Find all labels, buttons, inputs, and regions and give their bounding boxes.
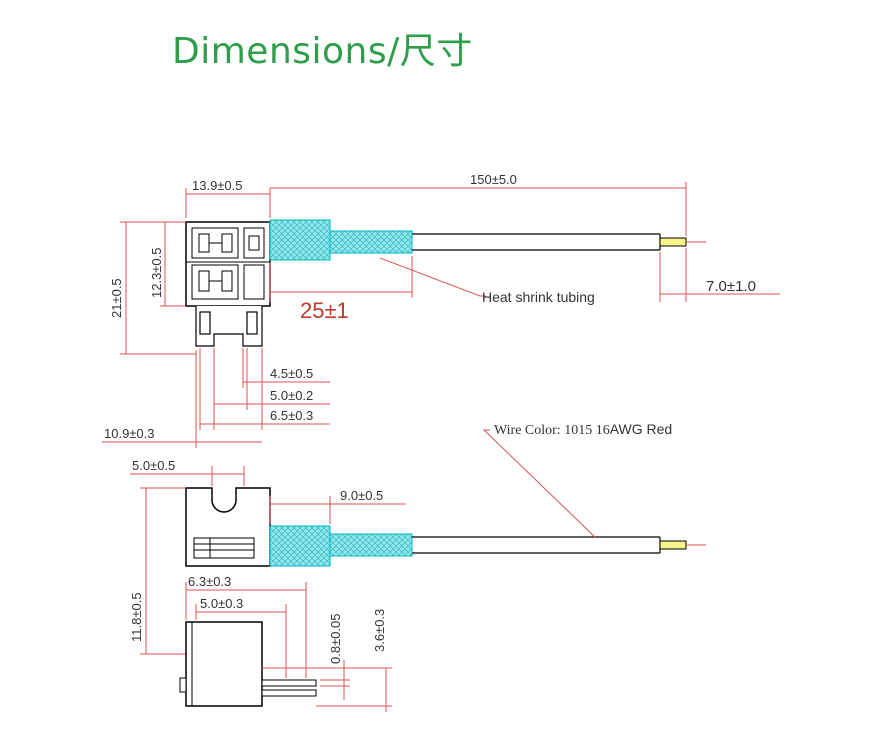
side-view: Wire Color: 1015 16AWG Red 5.0±0.5 9.0±0… (129, 421, 706, 655)
bottom-label-1: 6.3±0.3 (188, 574, 231, 589)
blade-label-2: 5.0±0.2 (270, 388, 313, 403)
strip-length-label: 7.0±1.0 (706, 278, 756, 295)
body-height-label: 21±0.5 (109, 278, 124, 318)
side-height-label: 11.8±0.5 (129, 592, 144, 642)
slot-width-label: 5.0±0.5 (132, 458, 175, 473)
stripped-conductor (659, 237, 687, 247)
top-view: 13.9±0.5 150±5.0 21±0.5 12.3±0.5 25±1 He… (102, 172, 780, 448)
side-heat-shrink-large (269, 525, 331, 567)
side-heat-shrink-small (329, 533, 413, 557)
wire-note-prefix: Wire Color: 1015 16 (494, 423, 610, 438)
blade-label-1: 4.5±0.5 (270, 366, 313, 381)
wire-length-label: 150±5.0 (470, 172, 517, 187)
wire-color-note-prefix: Wire Color: 1015 16AWG Red (494, 421, 672, 438)
bottom-height-label: 3.6±0.3 (372, 609, 387, 652)
blade-thickness-label: 0.8±0.05 (328, 613, 343, 664)
bottom-body (185, 621, 263, 707)
side-body (185, 487, 271, 567)
bottom-label-2: 5.0±0.3 (200, 596, 243, 611)
inner-height-label: 12.3±0.5 (149, 247, 164, 298)
bottom-blades (261, 679, 317, 697)
base-width-label: 10.9±0.3 (104, 426, 155, 441)
top-width-label: 13.9±0.5 (192, 178, 243, 193)
wire-note-suffix: AWG Red (610, 421, 673, 437)
tubing-offset-label: 9.0±0.5 (340, 488, 383, 503)
blade-label-3: 6.5±0.3 (270, 408, 313, 423)
side-stripped-conductor (659, 540, 687, 550)
bottom-view: 6.3±0.3 5.0±0.3 0.8±0.05 3.6±0.3 (179, 574, 392, 712)
heat-shrink-note: Heat shrink tubing (482, 289, 595, 305)
heat-shrink-small (329, 230, 413, 254)
tubing-length-label: 25±1 (300, 298, 349, 323)
blade-tabs (195, 306, 263, 347)
heat-shrink-large (269, 219, 331, 261)
page-title: Dimensions/尺寸 (172, 31, 473, 72)
fuse-slot-details (186, 227, 270, 300)
